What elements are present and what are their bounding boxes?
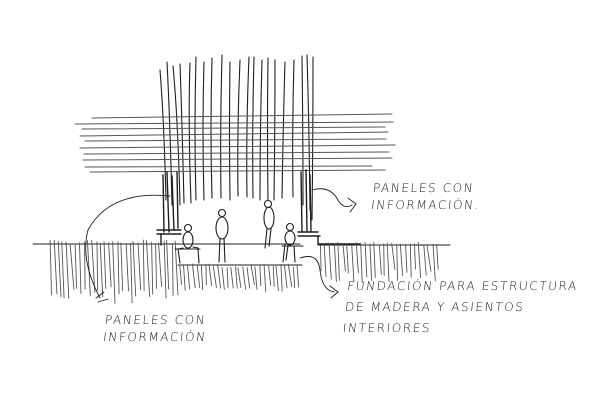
ground-hatching	[49, 239, 439, 304]
annotation-fundacion-line3: interiores	[342, 321, 432, 335]
annotation-paneles-left: Paneles con información	[102, 312, 209, 346]
annotation-paneles-right: Paneles con información.	[370, 180, 482, 214]
annotation-fundacion-line2: de madera y asientos	[344, 300, 526, 314]
annotation-paneles-left-line1: Paneles con	[104, 313, 208, 327]
annotation-fundacion: Fundación para estructura de madera y as…	[342, 276, 579, 339]
left-column	[156, 171, 182, 246]
annotation-paneles-left-line2: información	[102, 330, 208, 344]
people-figures	[174, 199, 304, 264]
canopy-horizontal-slats	[74, 113, 396, 173]
leader-lines	[85, 188, 357, 303]
annotation-fundacion-line1: Fundación para estructura	[346, 279, 579, 293]
right-column	[297, 169, 361, 245]
annotation-paneles-right-line1: Paneles con	[372, 181, 476, 195]
annotation-paneles-right-line2: información.	[370, 198, 481, 212]
canopy-vertical-slats	[159, 54, 314, 221]
